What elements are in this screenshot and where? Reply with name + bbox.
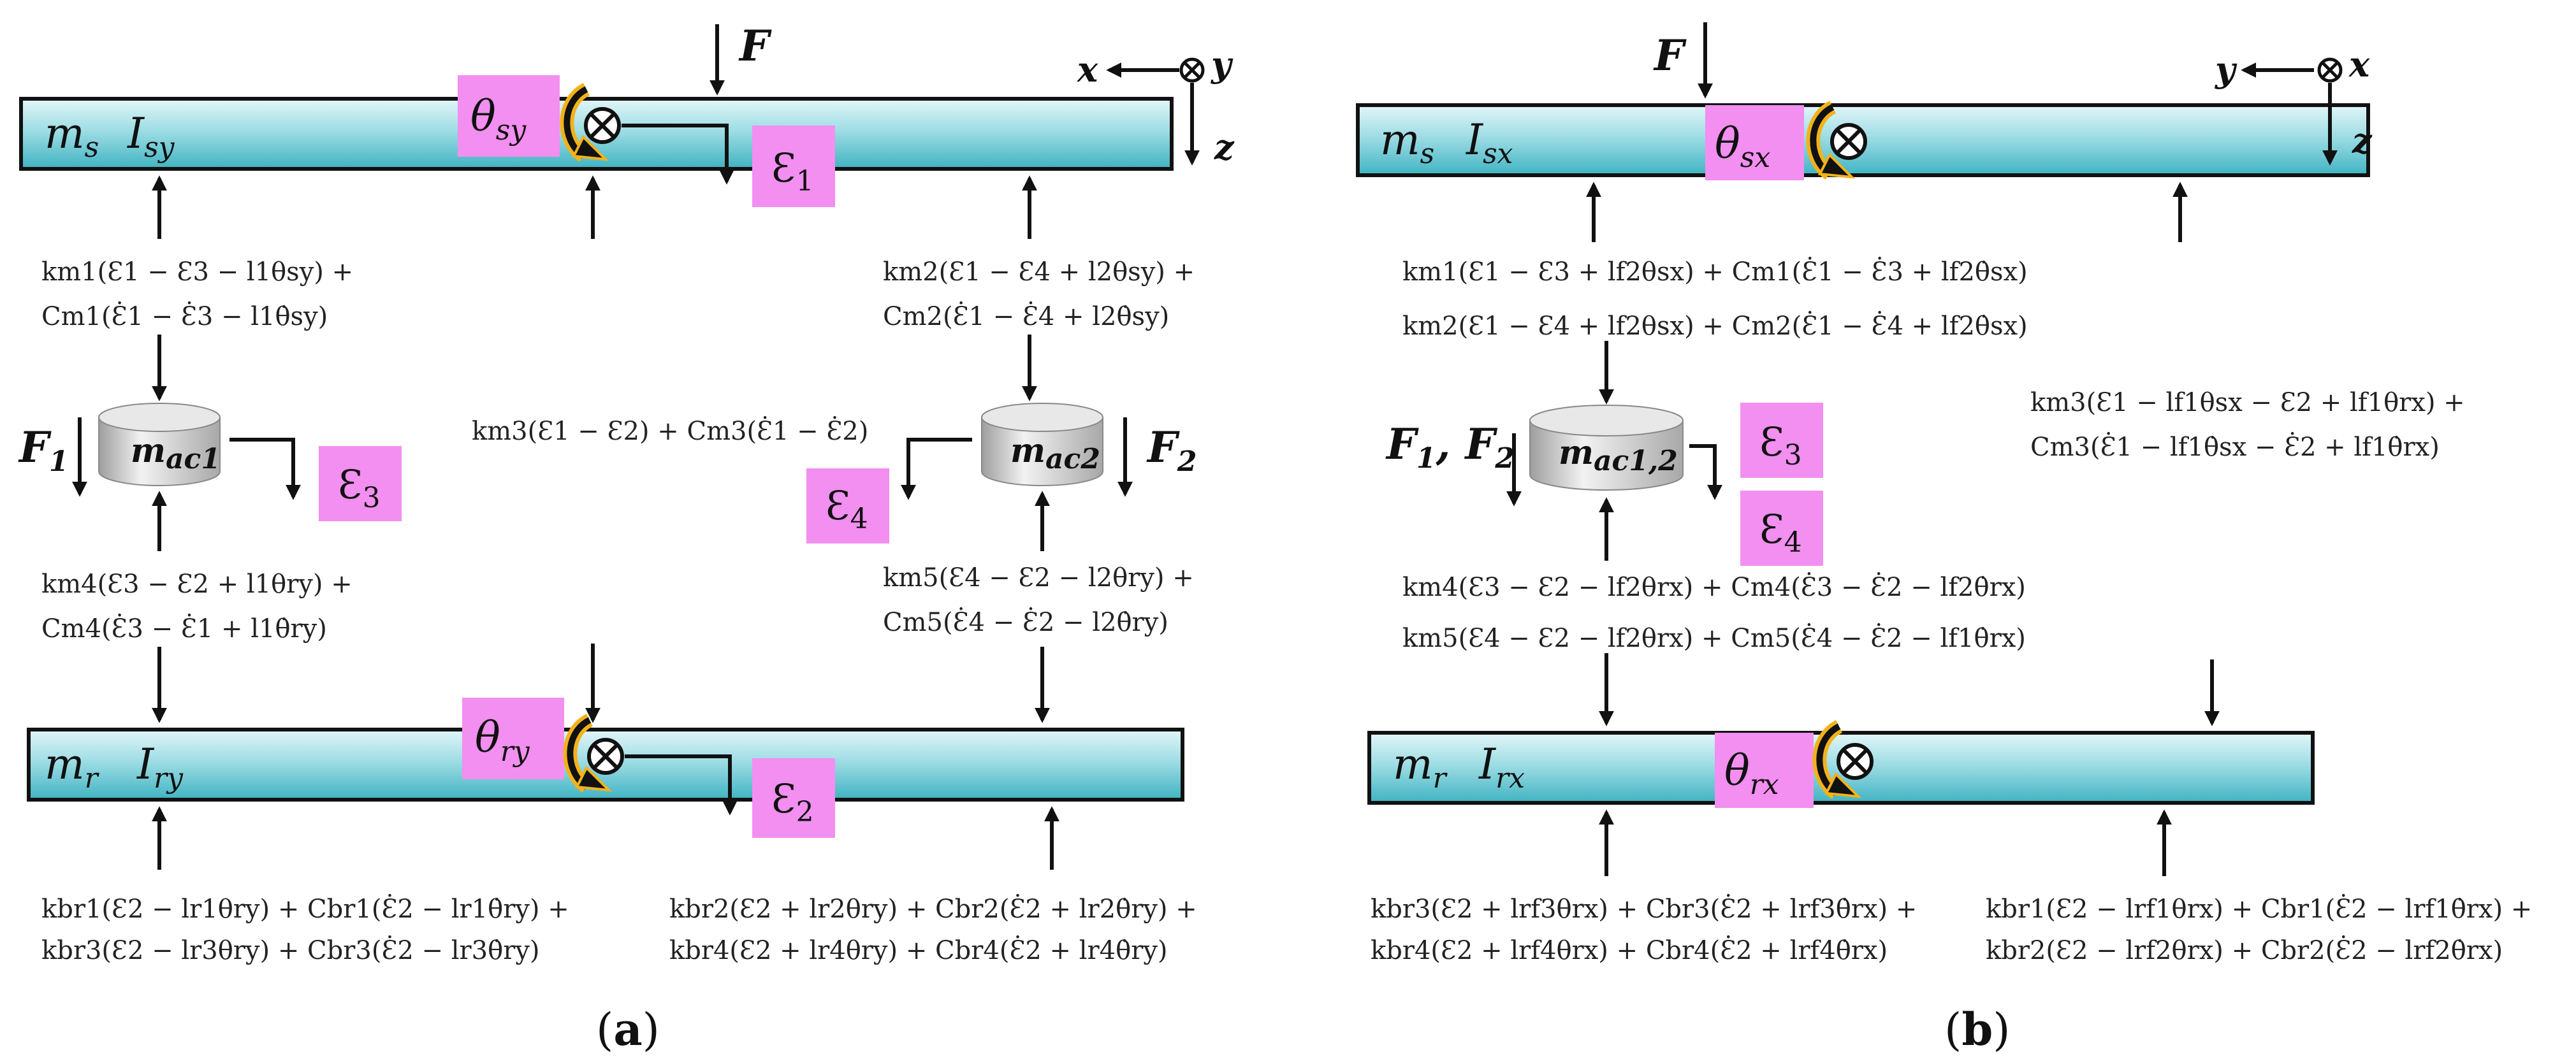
forces-label-b: F1, F2 xyxy=(1385,419,1515,475)
displacement-3-box-b xyxy=(1740,403,1823,478)
axis-triad: x y z xyxy=(1077,44,1235,168)
eq-kbr1-line1: kbr1(Ɛ2 − lr1θry) + Cbr1(Ɛ̇2 − lr1θ̇ry) … xyxy=(41,894,569,924)
displacement-4-label: Ɛ4 xyxy=(826,482,868,535)
eq-kbr2-line2: kbr4(Ɛ2 + lr4θry) + Cbr4(Ɛ̇2 + lr4θ̇ry) xyxy=(669,935,1168,965)
svg-text:z: z xyxy=(2352,120,2373,161)
svg-text:y: y xyxy=(2215,49,2238,90)
eq-km1-line1: km1(Ɛ1 − Ɛ3 − l1θsy) + xyxy=(41,257,353,287)
eq-km4-line1: km4(Ɛ3 − Ɛ2 + l1θry) + xyxy=(41,570,353,599)
rail-displacement-box xyxy=(752,758,835,838)
sprung-inertia-label: Isy xyxy=(127,109,175,164)
sprung-displacement-box xyxy=(752,126,835,207)
rail-mass-label: mr xyxy=(45,740,100,795)
eq-km3: km3(Ɛ1 − Ɛ2) + Cm3(Ɛ̇1 − Ɛ̇2) xyxy=(472,416,868,446)
eq-km2-line2: Cm2(Ɛ̇1 − Ɛ̇4 + l2θ̇sy) xyxy=(883,301,1169,331)
panel-a-caption: (a) xyxy=(596,1003,660,1056)
eq-kbr3-line2-b: kbr4(Ɛ2 + lrf4θrx) + Cbr4(Ɛ̇2 + lrf4θ̇rx… xyxy=(1371,935,1888,965)
rotation-arrow-icon xyxy=(560,83,621,162)
panel-a: ms Isy θsy Ɛ1 F x y z xyxy=(18,21,1235,1056)
eq-kbr1-line2-b: kbr2(Ɛ2 − lrf2θrx) + Cbr2(Ɛ̇2 − lrf2θ̇rx… xyxy=(1986,935,2503,965)
rail-displacement-arrow xyxy=(625,754,738,816)
sprung-rotation-label-b: θsx xyxy=(1715,119,1770,174)
displacement-34-arrow-b xyxy=(1689,444,1722,500)
displacement-3-box xyxy=(319,446,402,521)
displacement-4-arrow xyxy=(901,438,972,500)
svg-text:x: x xyxy=(1077,49,1098,90)
displacement-4-label-b: Ɛ4 xyxy=(1759,506,1802,559)
displacement-4-box xyxy=(806,468,889,544)
actuator-mass-b: mac1,2 xyxy=(1529,405,1684,491)
svg-text:mac2: mac2 xyxy=(1010,431,1100,475)
force-2-label: F2 xyxy=(1146,422,1197,478)
svg-text:mac1,2: mac1,2 xyxy=(1559,433,1678,477)
eq-km3-line2-b: Cm3(Ɛ̇1 − lf1θ̇sx − Ɛ̇2 + lf1θ̇rx) xyxy=(2030,432,2440,462)
rail-displacement-label: Ɛ2 xyxy=(771,775,814,828)
sprung-inertia-label-b: Isx xyxy=(1466,115,1513,170)
sprung-displacement-label: Ɛ1 xyxy=(771,145,814,198)
svg-text:z: z xyxy=(1214,127,1235,168)
eq-kbr3-line1-b: kbr3(Ɛ2 + lrf3θrx) + Cbr3(Ɛ̇2 + lrf3θ̇rx… xyxy=(1371,894,1917,924)
rotation-arrow-icon xyxy=(1812,720,1874,799)
rail-rotation-label: θry xyxy=(475,713,530,768)
rail-rotation-label-b: θrx xyxy=(1724,746,1779,801)
displacement-3-arrow xyxy=(229,438,301,500)
force-1-label: F1 xyxy=(18,422,68,478)
eq-km3-line1-b: km3(Ɛ1 − lf1θsx − Ɛ2 + lf1θrx) + xyxy=(2030,388,2465,417)
actuator-mass-1: mac1 xyxy=(98,403,221,486)
top-force-label: F xyxy=(738,21,772,71)
eq-km1-b: km1(Ɛ1 − Ɛ3 + lf2θsx) + Cm1(Ɛ̇1 − Ɛ̇3 + … xyxy=(1402,257,2028,287)
sprung-rotation-box xyxy=(458,75,560,157)
sprung-rotation-label: θsy xyxy=(470,92,527,147)
eq-km2-b: km2(Ɛ1 − Ɛ4 + lf2θsx) + Cm2(Ɛ̇1 − Ɛ̇4 + … xyxy=(1402,311,2028,341)
rail-mass-label-b: mr xyxy=(1393,740,1448,795)
actuator-mass-2: mac2 xyxy=(981,403,1103,486)
panel-b-caption: (b) xyxy=(1944,1003,2011,1056)
sprung-mass-label: ms xyxy=(45,109,99,164)
sprung-mass-label-b: ms xyxy=(1380,115,1434,170)
svg-text:mac1: mac1 xyxy=(131,431,221,475)
eq-kbr2-line1: kbr2(Ɛ2 + lr2θry) + Cbr2(Ɛ̇2 + lr2θ̇ry) … xyxy=(669,894,1197,924)
eq-km5-b: km5(Ɛ4 − Ɛ2 − lf2θrx) + Cm5(Ɛ̇4 − Ɛ̇2 − … xyxy=(1402,623,2026,653)
top-force-label-b: F xyxy=(1653,31,1687,80)
svg-text:y: y xyxy=(1211,44,1233,85)
rail-inertia-label-b: Irx xyxy=(1478,740,1525,795)
svg-text:x: x xyxy=(2348,44,2370,85)
eq-km4-line2: Cm4(Ɛ̇3 − Ɛ̇1 + l1θ̇ry) xyxy=(41,614,327,644)
eq-km1-line2: Cm1(Ɛ̇1 − Ɛ̇3 − l1θ̇sy) xyxy=(41,301,328,331)
rail-inertia-label: Iry xyxy=(136,740,184,795)
eq-kbr1-line2: kbr3(Ɛ2 − lr3θry) + Cbr3(Ɛ̇2 − lr3θ̇ry) xyxy=(41,935,540,965)
rotation-arrow-icon xyxy=(1806,101,1867,180)
sprung-displacement-arrow xyxy=(622,124,734,185)
eq-km2-line1: km2(Ɛ1 − Ɛ4 + l2θsy) + xyxy=(883,257,1195,287)
eq-km5-line1: km5(Ɛ4 − Ɛ2 − l2θry) + xyxy=(883,563,1194,593)
eq-km4-b: km4(Ɛ3 − Ɛ2 − lf2θrx) + Cm4(Ɛ̇3 − Ɛ̇2 − … xyxy=(1402,572,2026,602)
displacement-4-box-b xyxy=(1740,491,1823,566)
rail-rotation-box-b xyxy=(1715,733,1814,808)
axis-triad-b: y x z xyxy=(2215,44,2373,166)
displacement-3-label-b: Ɛ3 xyxy=(1759,419,1802,472)
eq-km5-line2: Cm5(Ɛ̇4 − Ɛ̇2 − l2θ̇ry) xyxy=(883,607,1168,637)
sprung-rotation-box-b xyxy=(1705,105,1804,180)
panel-b: ms Isx θsx F y x z km1(Ɛ1 − Ɛ3 + lf2θsx)… xyxy=(1356,22,2532,1056)
rail-rotation-box xyxy=(462,698,564,779)
eq-kbr1-line1-b: kbr1(Ɛ2 − lrf1θrx) + Cbr1(Ɛ̇2 − lrf1θ̇rx… xyxy=(1986,894,2532,924)
displacement-3-label: Ɛ3 xyxy=(338,461,381,514)
rotation-arrow-icon xyxy=(563,714,624,793)
